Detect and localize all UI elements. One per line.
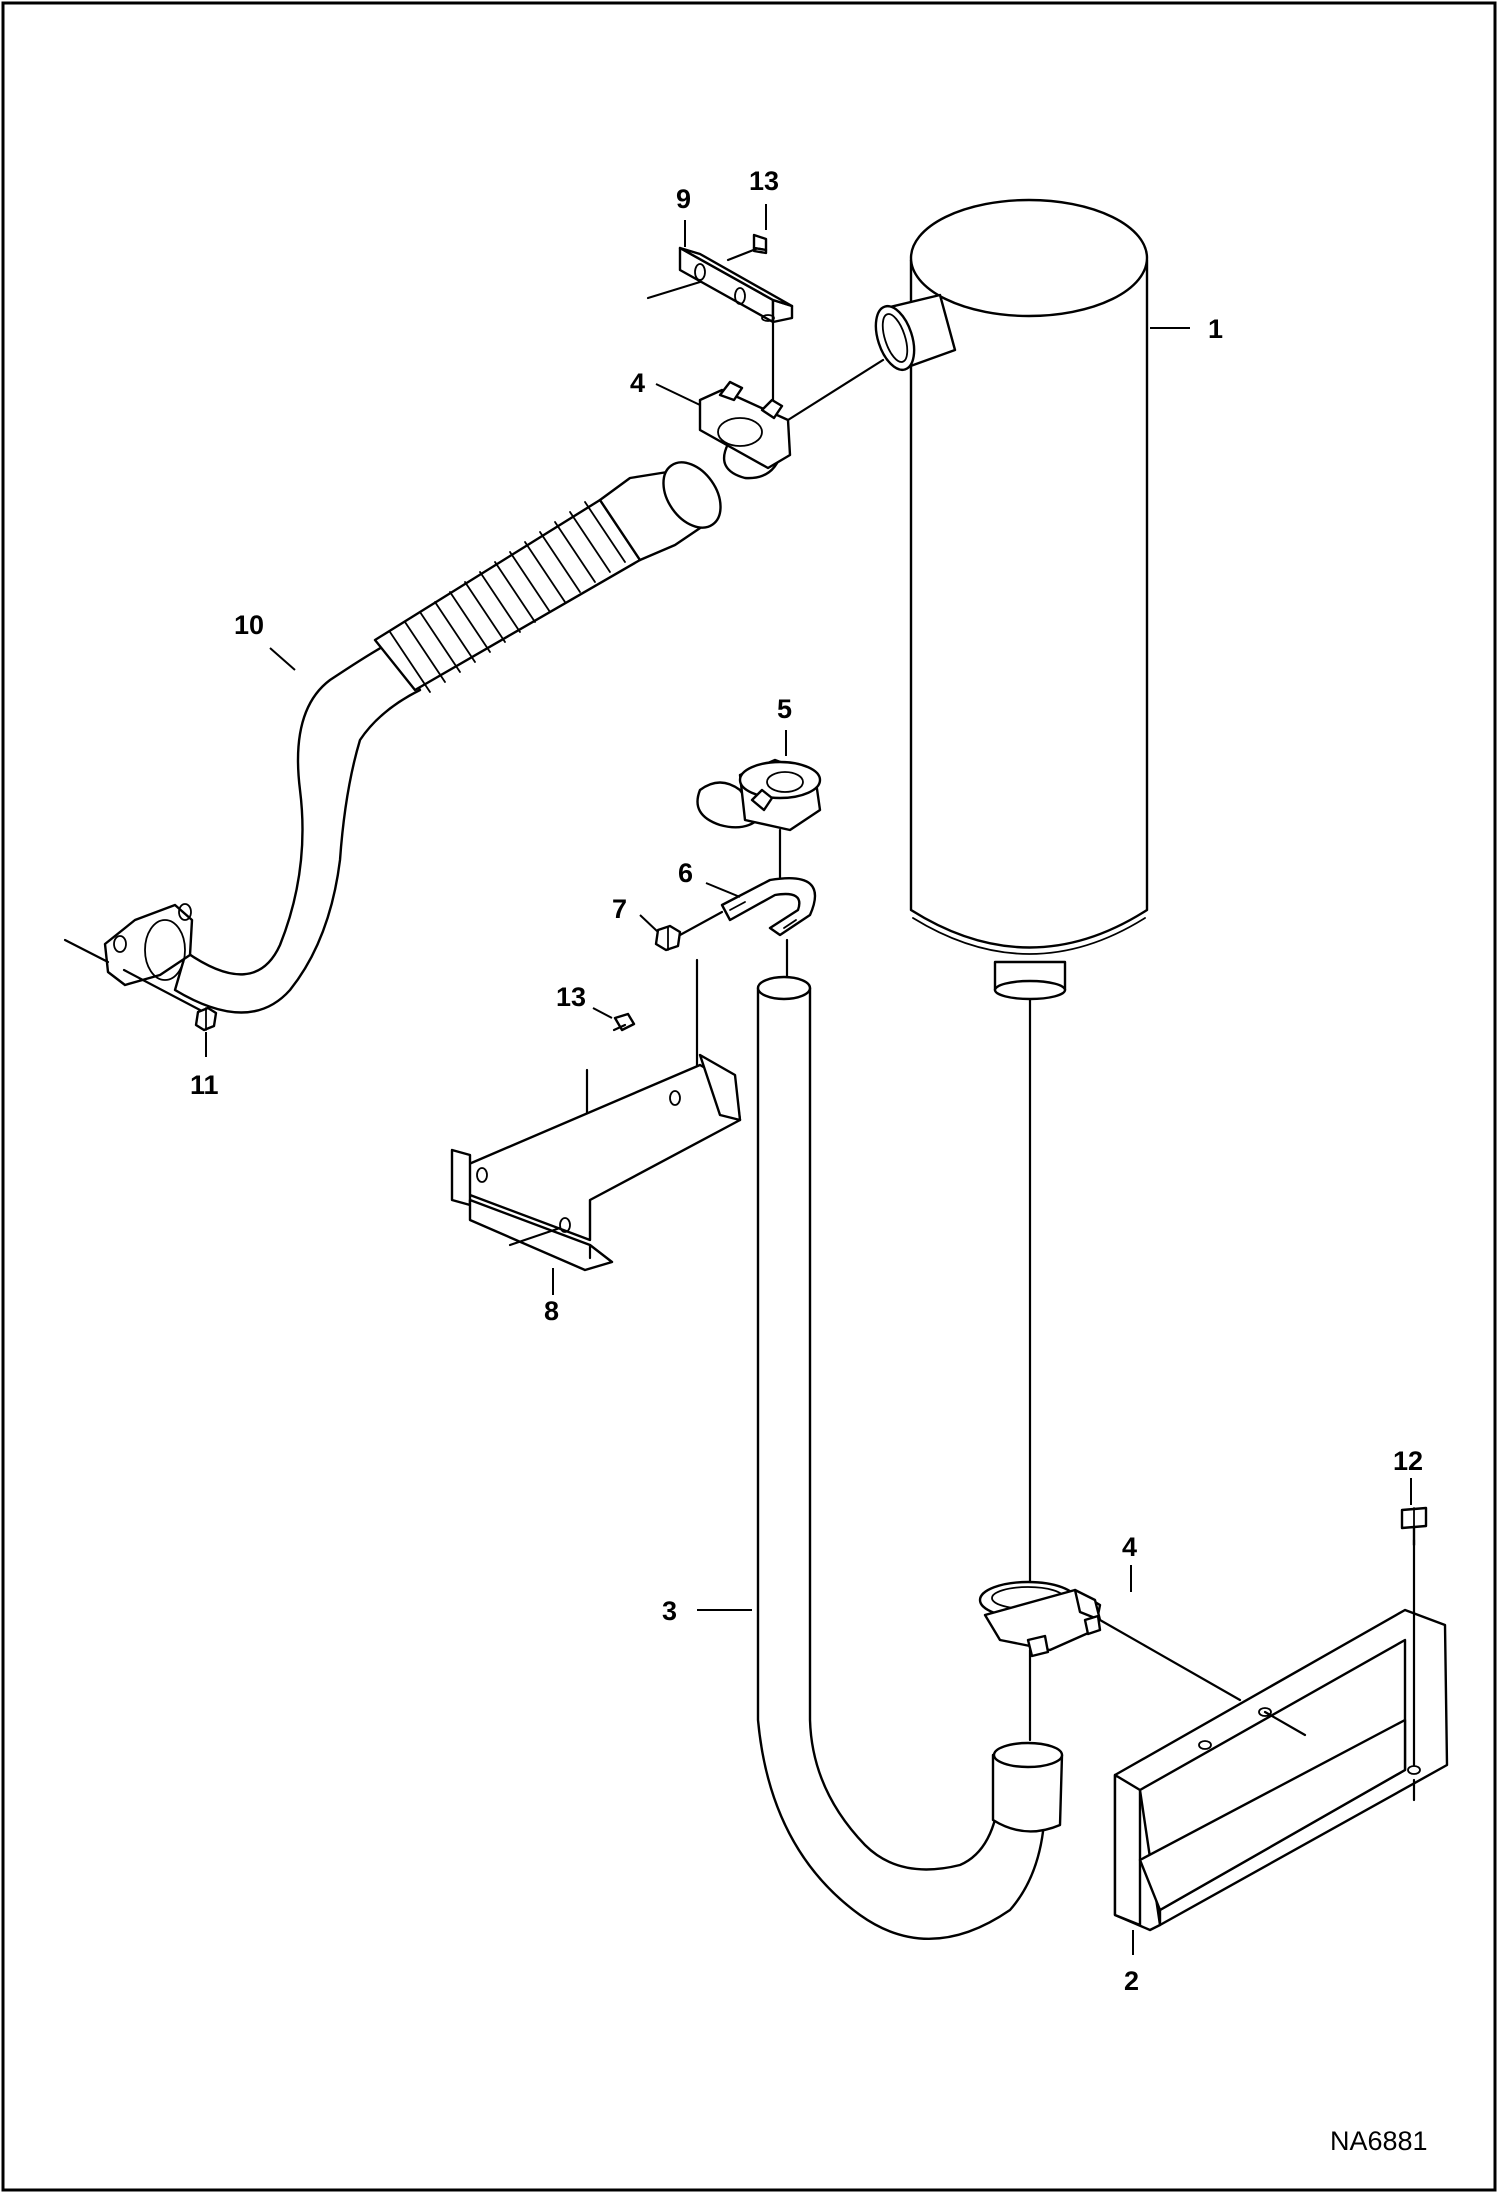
clamp-4-top — [698, 358, 885, 480]
muffler — [874, 198, 1149, 1001]
mount-bracket-9 — [646, 246, 794, 324]
mount-bracket-8 — [450, 1053, 742, 1272]
mount-bracket-2 — [1113, 1608, 1449, 1932]
tail-pipe-3 — [756, 938, 1064, 1940]
leader-lines — [205, 204, 1412, 1955]
callout-4-lower: 4 — [1122, 1532, 1137, 1562]
callout-11: 11 — [190, 1070, 219, 1100]
callout-2: 2 — [1124, 1966, 1139, 1996]
bolt-12 — [1400, 1506, 1428, 1547]
nut-7 — [654, 924, 682, 952]
callout-8: 8 — [544, 1296, 559, 1326]
callout-7: 7 — [612, 894, 627, 924]
clamp-4-lower — [978, 1580, 1242, 1702]
callout-13-top: 13 — [749, 166, 779, 196]
screw-13-lower — [612, 1012, 636, 1032]
callout-5: 5 — [777, 694, 792, 724]
callout-4-top: 4 — [630, 368, 645, 398]
screw-13-top — [726, 233, 768, 262]
callout-13-lower: 13 — [556, 982, 586, 1012]
u-bolt-6 — [720, 877, 816, 937]
callout-1: 1 — [1208, 314, 1223, 344]
callout-12: 12 — [1393, 1446, 1423, 1476]
callout-10: 10 — [234, 610, 264, 640]
callout-6: 6 — [678, 858, 693, 888]
callout-9: 9 — [676, 184, 691, 214]
callout-3: 3 — [662, 1596, 677, 1626]
figure-id: NA6881 — [1330, 2126, 1428, 2156]
rain-cap-5 — [696, 758, 822, 882]
flex-exhaust-pipe-10 — [63, 461, 722, 1014]
nut-11 — [194, 1006, 218, 1032]
